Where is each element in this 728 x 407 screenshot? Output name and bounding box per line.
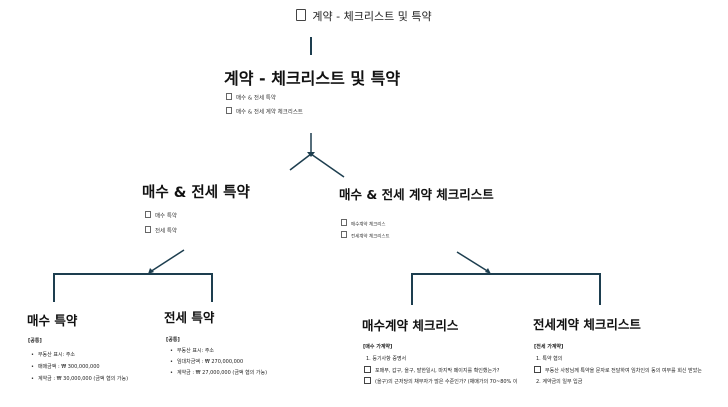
connector-checklist-arrowhead [485,268,491,274]
rent-checklist-check[interactable]: 부동산 사장님께 특약을 문자로 전달하여 임차인의 동의 여부를 회신 받았는 [534,366,702,375]
connector-root-right [310,153,345,178]
page-icon [341,231,347,238]
buy-checklist-check[interactable]: (을구)의 근저당의 채무자가 많은 수준인가? (채매가의 70~80% 이 [364,377,518,386]
page-icon [226,107,232,114]
rent-checklist-step: 2. 계약금의 일부 입금 [536,379,583,385]
connector-checklist-arrow [456,251,490,273]
buy-special-item: 매매금액 : ₩ 300,000,000 [31,363,100,371]
buy-special-item: 부동산 표시: 주소 [31,351,75,359]
rent-special-section: [공통] [166,337,180,343]
buy-checklist-step: 1. 등기사항 증명서 [366,356,407,362]
special-link-rent[interactable]: 전세 특약 [145,226,177,236]
connector-left-bracket [53,273,213,302]
checkbox[interactable] [364,366,371,373]
root-link-checklist[interactable]: 매수 & 전세 계약 체크리스트 [226,107,303,117]
rent-special-item: 임대차금액 : ₩ 270,000,000 [170,358,243,366]
special-link-buy[interactable]: 매수 특약 [145,211,177,221]
buy-checklist-section: [매수 가계약] [363,344,393,350]
connector-special-arrowhead [148,268,154,274]
checklist-link-buy[interactable]: 매수계약 체크리스 [341,219,386,229]
checklist-title: 매수 & 전세 계약 체크리스트 [339,187,494,202]
checklist-link-rent[interactable]: 전세계약 체크리스트 [341,231,390,241]
page-icon [226,93,232,100]
connector-root-left [289,153,312,171]
page-icon [341,219,347,226]
rent-special-item: 부동산 표시: 주소 [170,347,214,355]
root-title: 계약 - 체크리스트 및 특약 [224,69,401,88]
rent-checklist-step: 1. 특약 협의 [536,356,563,362]
rent-special-title: 전세 특약 [164,310,215,325]
connector-top [310,37,312,55]
page-icon [296,9,307,21]
rent-checklist-title: 전세계약 체크리스트 [533,317,641,332]
buy-special-section: [공통] [28,338,42,344]
buy-checklist-check[interactable]: 포매부, 갑구, 을구, 발한일시, 마지막 페이지를 확인했는가? [364,366,499,375]
rent-special-item: 계약금 : ₩ 27,000,000 (금액 협의 가능) [170,369,267,377]
top-page-title: 계약 - 체크리스트 및 특약 [0,8,728,24]
checkbox[interactable] [534,366,541,373]
buy-special-item: 계약금 : ₩ 30,000,000 (금액 협의 가능) [31,375,128,383]
connector-special-arrow [149,249,185,273]
page-icon [145,211,151,218]
connector-root-arrowhead [307,152,315,157]
connector-right-bracket [411,273,601,305]
checkbox[interactable] [364,377,371,384]
buy-checklist-title: 매수계약 체크리스 [362,318,459,333]
page-icon [145,226,151,233]
rent-checklist-section: [전세 가계약] [534,344,564,350]
special-title: 매수 & 전세 특약 [142,185,250,201]
root-link-special[interactable]: 매수 & 전세 특약 [226,93,276,103]
buy-special-title: 매수 특약 [27,313,78,328]
